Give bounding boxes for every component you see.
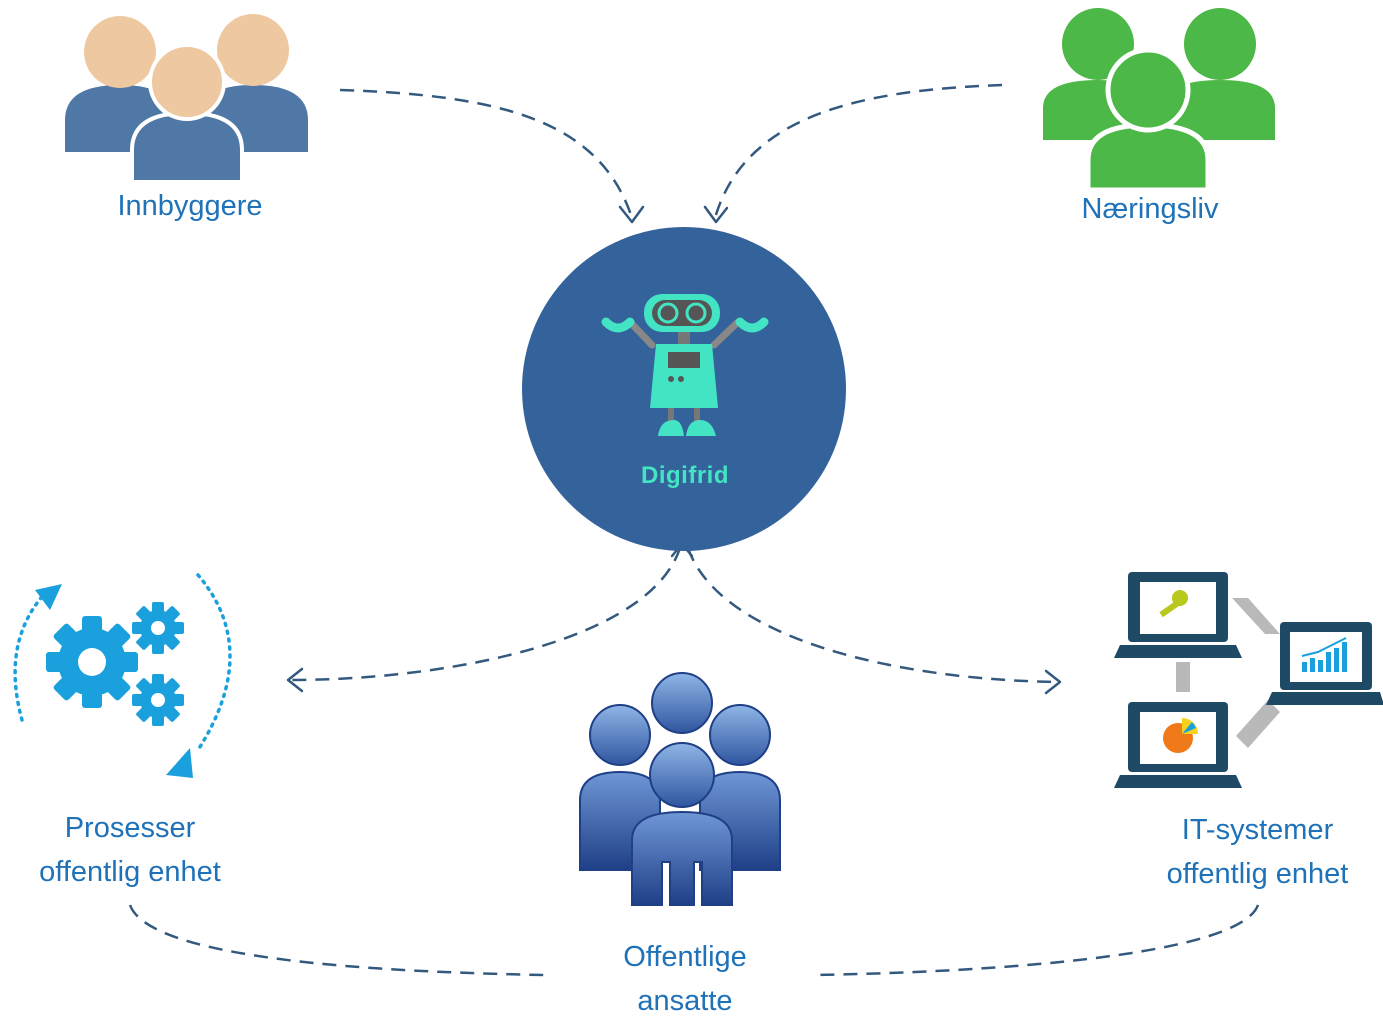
label-it-systemer: IT-systemer offentlig enhet	[1130, 808, 1383, 896]
hub-label: Digifrid	[641, 462, 729, 489]
networked-laptops-icon	[1114, 572, 1383, 788]
citizens-icon	[65, 14, 308, 184]
arrowhead-hub-right	[703, 205, 729, 224]
arrowhead-it	[1044, 669, 1062, 695]
team-icon	[579, 672, 781, 906]
robot-icon	[601, 294, 769, 436]
bar-chart-icon	[1301, 637, 1347, 672]
label-ansatte: Offentlige ansatte	[570, 935, 800, 1023]
label-it-line2: offentlig enhet	[1166, 858, 1349, 890]
connector-hub-to-prosesser	[289, 547, 682, 682]
business-icon	[1043, 8, 1275, 193]
connector-innbyggere-to-hub	[339, 88, 634, 219]
key-icon	[1159, 590, 1188, 618]
arrowhead-hub-left	[618, 205, 645, 224]
label-prosesser: Prosesser offentlig enhet	[0, 806, 260, 894]
arrowhead-prosesser	[286, 667, 304, 693]
pie-chart-icon	[1163, 718, 1198, 753]
label-it-line1: IT-systemer	[1181, 814, 1334, 846]
label-prosesser-line1: Prosesser	[64, 812, 196, 844]
connector-prosesser-to-ansatte	[128, 904, 546, 977]
label-prosesser-line2: offentlig enhet	[39, 856, 221, 888]
connector-it-to-ansatte	[811, 904, 1260, 977]
label-ansatte-line2: ansatte	[637, 985, 733, 1017]
connectors	[128, 83, 1260, 977]
connector-hub-to-it	[686, 547, 1059, 684]
connector-naeringsliv-to-hub	[713, 83, 1003, 219]
label-naeringsliv: Næringsliv	[1030, 187, 1270, 231]
label-ansatte-line1: Offentlige	[623, 941, 747, 973]
label-naeringsliv-text: Næringsliv	[1081, 193, 1219, 225]
label-innbyggere: Innbyggere	[70, 184, 310, 228]
gears-cycle-icon	[13, 573, 232, 778]
label-innbyggere-text: Innbyggere	[117, 190, 263, 222]
